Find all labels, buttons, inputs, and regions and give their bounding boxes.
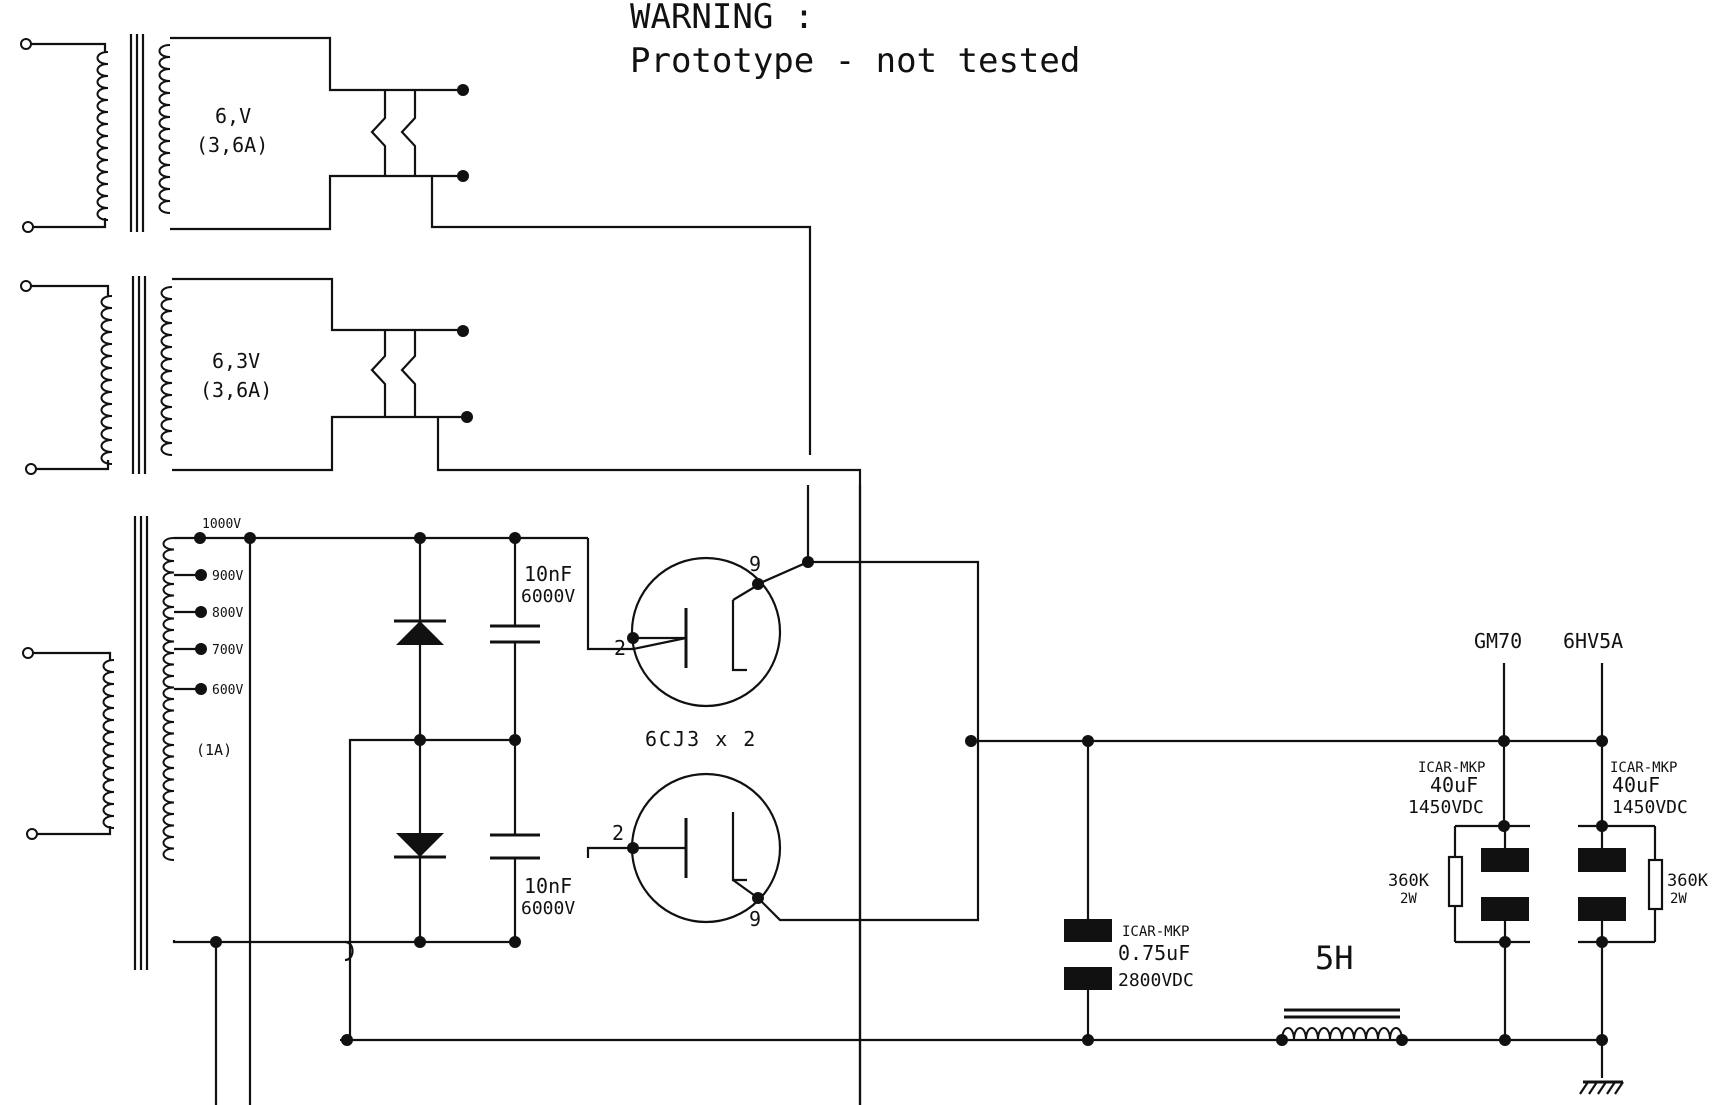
c3-type: ICAR-MKP bbox=[1610, 760, 1677, 776]
c2-plate-bottom bbox=[1481, 897, 1529, 921]
warning-line-2: Prototype - not tested bbox=[630, 41, 1080, 81]
choke-coil bbox=[1281, 1027, 1403, 1041]
hv-primary-coil bbox=[102, 659, 115, 829]
warning-line-1: WARNING : bbox=[630, 0, 814, 37]
rectifier-tube-bottom: 2 9 bbox=[586, 740, 980, 931]
tube-bottom-anode-pin: 2 bbox=[612, 821, 624, 845]
hv-tap-600v: 600V bbox=[212, 683, 243, 698]
c3-rating: 1450VDC bbox=[1612, 797, 1688, 818]
c1-type: ICAR-MKP bbox=[1122, 924, 1189, 940]
hv-tap-700v: 700V bbox=[212, 643, 243, 658]
cap-bottom-rating: 6000V bbox=[521, 898, 575, 919]
c3-value: 40uF bbox=[1612, 773, 1660, 797]
rectifier-tube-top: 2 9 bbox=[586, 538, 980, 740]
cap-bottom-value: 10nF bbox=[524, 874, 572, 898]
cap-top-rating: 6000V bbox=[521, 586, 575, 607]
t1-voltage-label: 6,V bbox=[215, 104, 251, 128]
ground-symbol bbox=[1579, 1080, 1624, 1095]
choke-label: 5H bbox=[1315, 939, 1354, 977]
t2-voltage-label: 6,3V bbox=[212, 349, 260, 373]
c2-plate-top bbox=[1481, 848, 1529, 872]
r2-body bbox=[1647, 858, 1664, 911]
tube-top-anode-pin: 2 bbox=[614, 636, 626, 660]
diode-bottom bbox=[396, 833, 444, 857]
filament-transformer-2: 6,3V (3,6A) bbox=[20, 276, 862, 1105]
tube-bottom-cathode-pin: 9 bbox=[749, 907, 761, 931]
c2-rating: 1450VDC bbox=[1408, 797, 1484, 818]
hv-primary-terminal-top bbox=[22, 647, 34, 659]
hv-transformer: 1000V 900V 800V 700V 600V (1A) bbox=[22, 516, 588, 1105]
output-gm70-label: GM70 bbox=[1474, 629, 1522, 653]
r2-value: 360K bbox=[1667, 871, 1709, 891]
diode-top bbox=[396, 621, 444, 645]
t1-primary-terminal-top bbox=[20, 38, 32, 50]
tube-top-cathode-pin: 9 bbox=[749, 552, 761, 576]
tube-type-label: 6CJ3 x 2 bbox=[645, 727, 757, 751]
t1-primary-coil bbox=[96, 51, 109, 221]
c1-value: 0.75uF bbox=[1118, 941, 1190, 965]
output-6hv5a-label: 6HV5A bbox=[1563, 629, 1623, 653]
hv-tap-1000v: 1000V bbox=[202, 517, 241, 532]
t2-secondary-coil bbox=[160, 286, 173, 456]
t2-primary-terminal-top bbox=[20, 280, 32, 292]
r1-value: 360K bbox=[1388, 871, 1430, 891]
filament-transformer-1: 6,V (3,6A) bbox=[20, 34, 812, 455]
t2-primary-terminal-bottom bbox=[25, 463, 37, 475]
t1-primary-terminal-bottom bbox=[22, 221, 34, 233]
r1-power: 2W bbox=[1400, 891, 1417, 907]
c1-plate-bottom bbox=[1064, 967, 1112, 990]
hv-current-label: (1A) bbox=[196, 741, 232, 759]
r2-power: 2W bbox=[1670, 891, 1687, 907]
r1-body bbox=[1447, 855, 1464, 908]
c3-plate-bottom bbox=[1578, 897, 1626, 921]
c2-value: 40uF bbox=[1430, 773, 1478, 797]
filter-section: ICAR-MKP 0.75uF 2800VDC 5H GM70 ICAR-MKP… bbox=[965, 629, 1709, 1095]
c3-plate-top bbox=[1578, 848, 1626, 872]
hv-secondary-coil bbox=[162, 537, 175, 861]
hv-tap-800v: 800V bbox=[212, 606, 243, 621]
c1-plate-top bbox=[1064, 919, 1112, 942]
cap-top-value: 10nF bbox=[524, 562, 572, 586]
t1-secondary-coil bbox=[158, 44, 171, 214]
hv-primary-terminal-bottom bbox=[26, 828, 38, 840]
hv-tap-900v: 900V bbox=[212, 569, 243, 584]
t1-current-label: (3,6A) bbox=[196, 133, 268, 157]
c2-type: ICAR-MKP bbox=[1418, 760, 1485, 776]
t2-current-label: (3,6A) bbox=[200, 378, 272, 402]
voltage-doubler: 10nF 6000V 10nF 6000V bbox=[340, 532, 1605, 1046]
t2-primary-coil bbox=[100, 295, 113, 465]
c1-rating: 2800VDC bbox=[1118, 970, 1194, 991]
